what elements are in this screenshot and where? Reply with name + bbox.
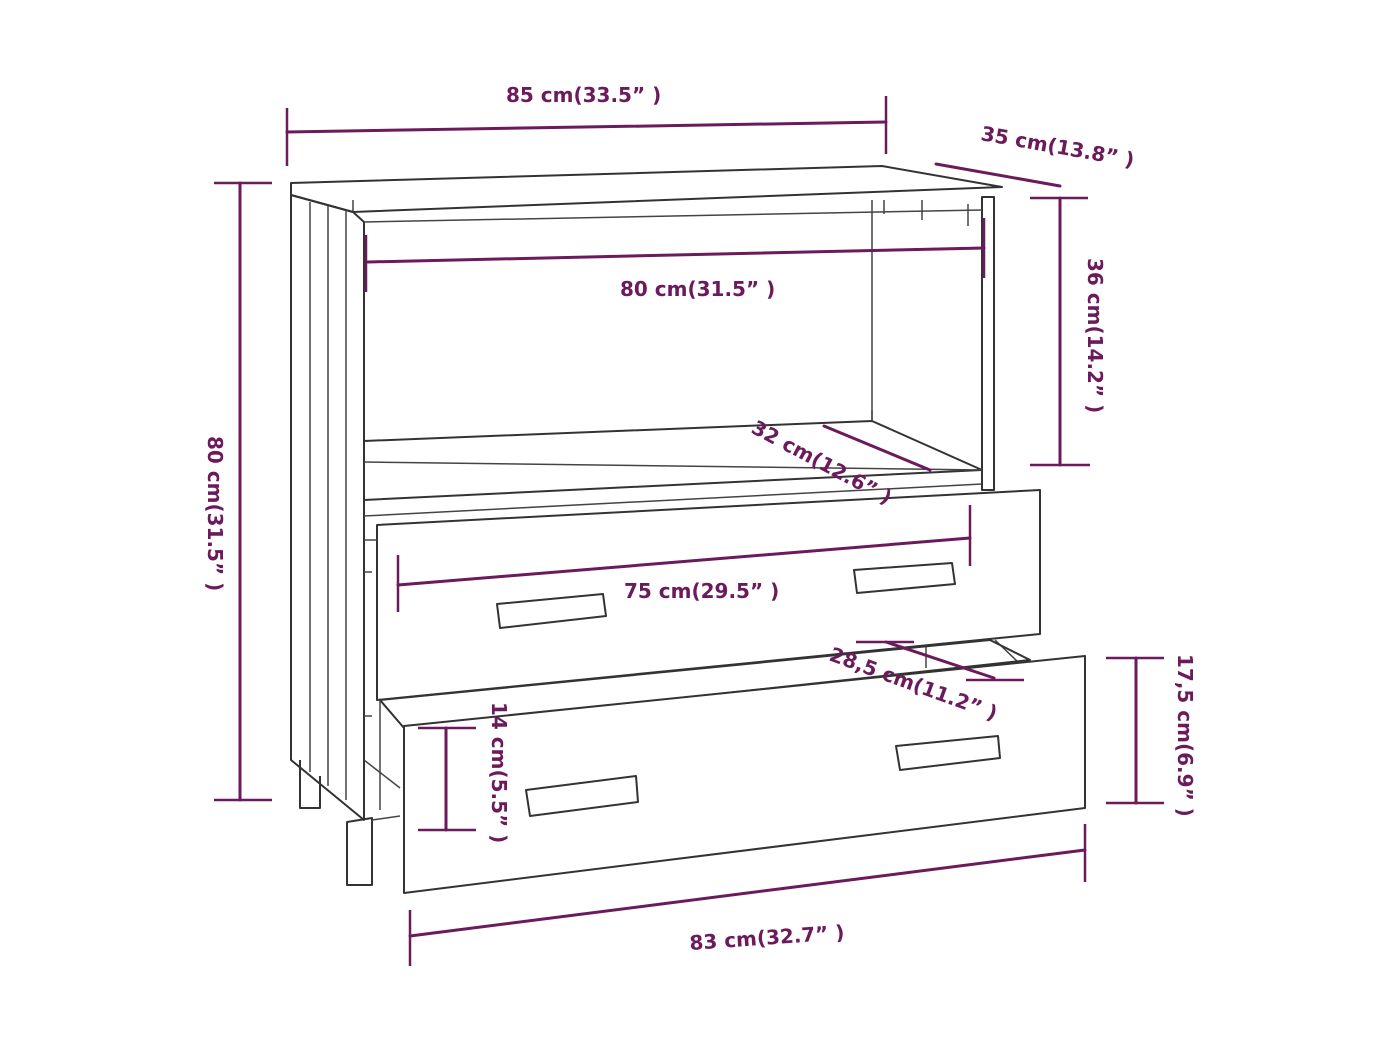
drawer-upper-front — [376, 489, 1041, 701]
label-total-width: 85 cm(33.5” ) — [506, 83, 661, 107]
label-drawer-inner-height: 14 cm(5.5” ) — [487, 702, 511, 843]
drawer-lower-box — [379, 639, 1031, 729]
label-drawer-inner-width: 75 cm(29.5” ) — [624, 579, 779, 603]
handle-upper-left — [496, 593, 607, 629]
handle-lower-right — [895, 735, 1001, 771]
handle-upper-right — [853, 562, 956, 594]
cabinet-drawing — [290, 165, 1086, 894]
handle-lower-left — [525, 775, 639, 817]
cabinet-leg-left-front — [346, 817, 373, 886]
cabinet-left-side — [290, 194, 365, 821]
label-inner-width: 80 cm(31.5” ) — [620, 277, 775, 301]
cabinet-right-side — [981, 196, 995, 491]
label-drawer-front-width: 83 cm(32.7” ) — [689, 920, 846, 955]
dimension-lines — [214, 96, 1164, 966]
cabinet-leg-left-back — [299, 760, 321, 809]
label-depth: 35 cm(13.8” ) — [979, 121, 1136, 172]
label-total-height: 80 cm(31.5” ) — [203, 436, 227, 591]
cabinet-top — [290, 165, 1003, 213]
drawer-lower-front — [403, 655, 1086, 894]
label-drawer-front-height: 17,5 cm(6.9” ) — [1173, 654, 1197, 817]
label-shelf-height: 36 cm(14.2” ) — [1083, 258, 1107, 413]
